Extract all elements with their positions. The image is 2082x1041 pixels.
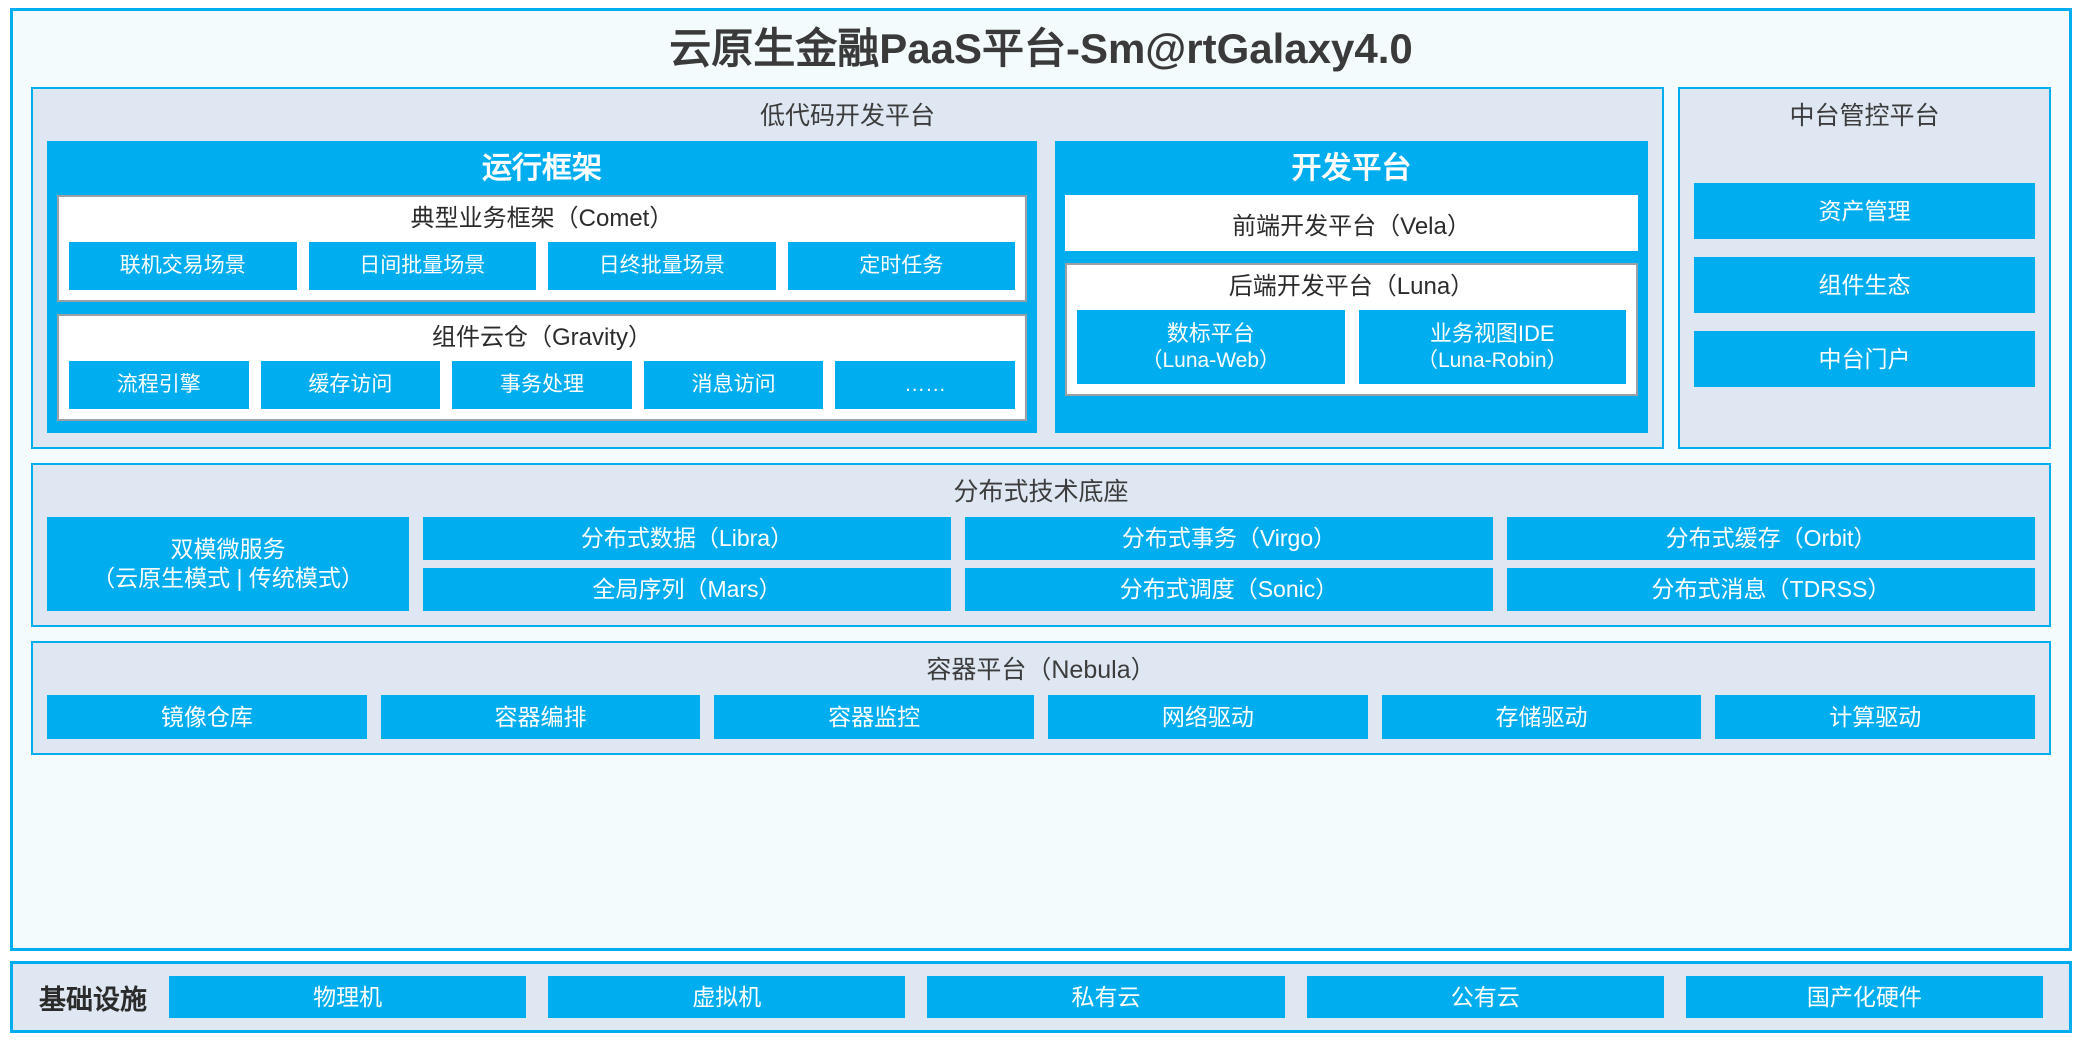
comet-item-scheduled-task[interactable]: 定时任务 [787,242,1015,291]
infrastructure-label: 基础设施 [39,984,147,1015]
comet-items: 联机交易场景 日间批量场景 日终批量场景 定时任务 [69,242,1015,291]
comet-title: 典型业务框架（Comet） [410,205,674,233]
infrastructure-item-private-cloud[interactable]: 私有云 [927,976,1285,1018]
luna-robin-name: 业务视图IDE [1429,321,1555,347]
comet-box: 典型业务框架（Comet） 联机交易场景 日间批量场景 日终批量场景 定时任务 [57,195,1027,303]
development-platform-group: 开发平台 前端开发平台（Vela） 后端开发平台（Luna） 数标平台 （Lun… [1055,141,1648,433]
techbase-title: 分布式技术底座 [953,477,1129,506]
page-title: 云原生金融PaaS平台-Sm@rtGalaxy4.0 [669,25,1413,72]
comet-item-eod-batch[interactable]: 日终批量场景 [548,242,776,291]
techbase-item-dual-mode-microservice[interactable]: 双模微服务 （云原生模式 | 传统模式） [47,516,409,611]
techbase-column-1: 分布式数据（Libra） 全局序列（Mars） [423,516,951,611]
techbase-panel: 分布式技术底座 双模微服务 （云原生模式 | 传统模式） 分布式数据（Libra… [31,462,2051,627]
gravity-box: 组件云仓（Gravity） 流程引擎 缓存访问 事务处理 消息访问 …… [57,314,1027,421]
container-platform-title: 容器平台（Nebula） [926,655,1156,684]
luna-title: 后端开发平台（Luna） [1228,273,1475,301]
luna-item-luna-web[interactable]: 数标平台 （Luna-Web） [1077,310,1345,385]
techbase-column-3: 分布式缓存（Orbit） 分布式消息（TDRSS） [1507,516,2035,611]
techbase-body: 双模微服务 （云原生模式 | 传统模式） 分布式数据（Libra） 全局序列（M… [47,516,2035,611]
gravity-item-more[interactable]: …… [835,360,1015,409]
midplatform-title: 中台管控平台 [1789,102,1940,131]
comet-item-intraday-batch[interactable]: 日间批量场景 [308,242,536,291]
luna-web-sub: （Luna-Web） [1141,348,1280,372]
infrastructure-item-public-cloud[interactable]: 公有云 [1306,976,1664,1018]
container-platform-panel: 容器平台（Nebula） 镜像仓库 容器编排 容器监控 网络驱动 存储驱动 计算… [31,640,2051,755]
gravity-item-transaction-processing[interactable]: 事务处理 [452,360,632,409]
techbase-item-virgo[interactable]: 分布式事务（Virgo） [965,516,1493,560]
midplatform-item-asset-management[interactable]: 资产管理 [1694,183,2035,240]
microservice-name: 双模微服务 [170,536,286,563]
techbase-item-sonic[interactable]: 分布式调度（Sonic） [965,567,1493,611]
container-item-storage-driver[interactable]: 存储驱动 [1381,694,1702,739]
luna-items: 数标平台 （Luna-Web） 业务视图IDE （Luna-Robin） [1077,310,1626,385]
gravity-item-cache-access[interactable]: 缓存访问 [260,360,441,409]
development-platform-title: 开发平台 [1291,152,1412,186]
techbase-item-libra[interactable]: 分布式数据（Libra） [423,516,951,560]
gravity-title: 组件云仓（Gravity） [431,324,652,352]
container-item-orchestration[interactable]: 容器编排 [380,694,701,739]
infrastructure-bar: 基础设施 物理机 虚拟机 私有云 公有云 国产化硬件 [10,961,2072,1033]
microservice-sub: （云原生模式 | 传统模式） [92,564,364,591]
techbase-item-orbit[interactable]: 分布式缓存（Orbit） [1507,516,2035,560]
runtime-framework-group: 运行框架 典型业务框架（Comet） 联机交易场景 日间批量场景 日终批量场景 … [47,141,1037,433]
platform-card: 云原生金融PaaS平台-Sm@rtGalaxy4.0 低代码开发平台 运行框架 … [10,8,2072,951]
container-item-compute-driver[interactable]: 计算驱动 [1715,694,2036,739]
techbase-item-tdrss[interactable]: 分布式消息（TDRSS） [1507,567,2035,611]
midplatform-item-portal[interactable]: 中台门户 [1694,331,2035,388]
container-platform-items: 镜像仓库 容器编排 容器监控 网络驱动 存储驱动 计算驱动 [47,694,2036,739]
container-item-network-driver[interactable]: 网络驱动 [1048,694,1368,739]
techbase-item-mars[interactable]: 全局序列（Mars） [423,567,951,611]
luna-robin-sub: （Luna-Robin） [1416,348,1568,372]
container-item-image-registry[interactable]: 镜像仓库 [47,694,367,739]
techbase-column-2: 分布式事务（Virgo） 分布式调度（Sonic） [965,516,1493,611]
luna-box: 后端开发平台（Luna） 数标平台 （Luna-Web） 业务视图IDE （Lu… [1065,263,1638,397]
infrastructure-item-domestic-hardware[interactable]: 国产化硬件 [1685,976,2044,1018]
luna-item-luna-robin[interactable]: 业务视图IDE （Luna-Robin） [1358,310,1626,385]
gravity-items: 流程引擎 缓存访问 事务处理 消息访问 …… [69,360,1015,409]
midplatform-item-component-ecosystem[interactable]: 组件生态 [1694,257,2035,314]
luna-web-name: 数标平台 [1166,321,1255,347]
comet-item-online-transaction[interactable]: 联机交易场景 [69,242,297,291]
techbase-microservice-wrap: 双模微服务 （云原生模式 | 传统模式） [47,516,409,611]
runtime-framework-title: 运行框架 [482,152,602,186]
container-item-monitoring[interactable]: 容器监控 [714,694,1035,739]
infrastructure-items: 物理机 虚拟机 私有云 公有云 国产化硬件 [169,976,2044,1018]
midplatform-items: 资产管理 组件生态 中台门户 [1694,141,2035,433]
midplatform-panel: 中台管控平台 资产管理 组件生态 中台门户 [1678,87,2051,449]
lowcode-platform-body: 运行框架 典型业务框架（Comet） 联机交易场景 日间批量场景 日终批量场景 … [47,141,1648,433]
lowcode-platform-title: 低代码开发平台 [759,102,935,131]
vela-frontend-platform[interactable]: 前端开发平台（Vela） [1065,195,1638,252]
lowcode-platform-panel: 低代码开发平台 运行框架 典型业务框架（Comet） 联机交易场景 日间批量场景… [31,87,1664,449]
infrastructure-item-virtual-machine[interactable]: 虚拟机 [548,976,906,1018]
gravity-item-message-access[interactable]: 消息访问 [643,360,824,409]
gravity-item-process-engine[interactable]: 流程引擎 [69,360,249,409]
top-row: 低代码开发平台 运行框架 典型业务框架（Comet） 联机交易场景 日间批量场景… [31,87,2051,449]
infrastructure-item-physical-machine[interactable]: 物理机 [169,976,527,1018]
